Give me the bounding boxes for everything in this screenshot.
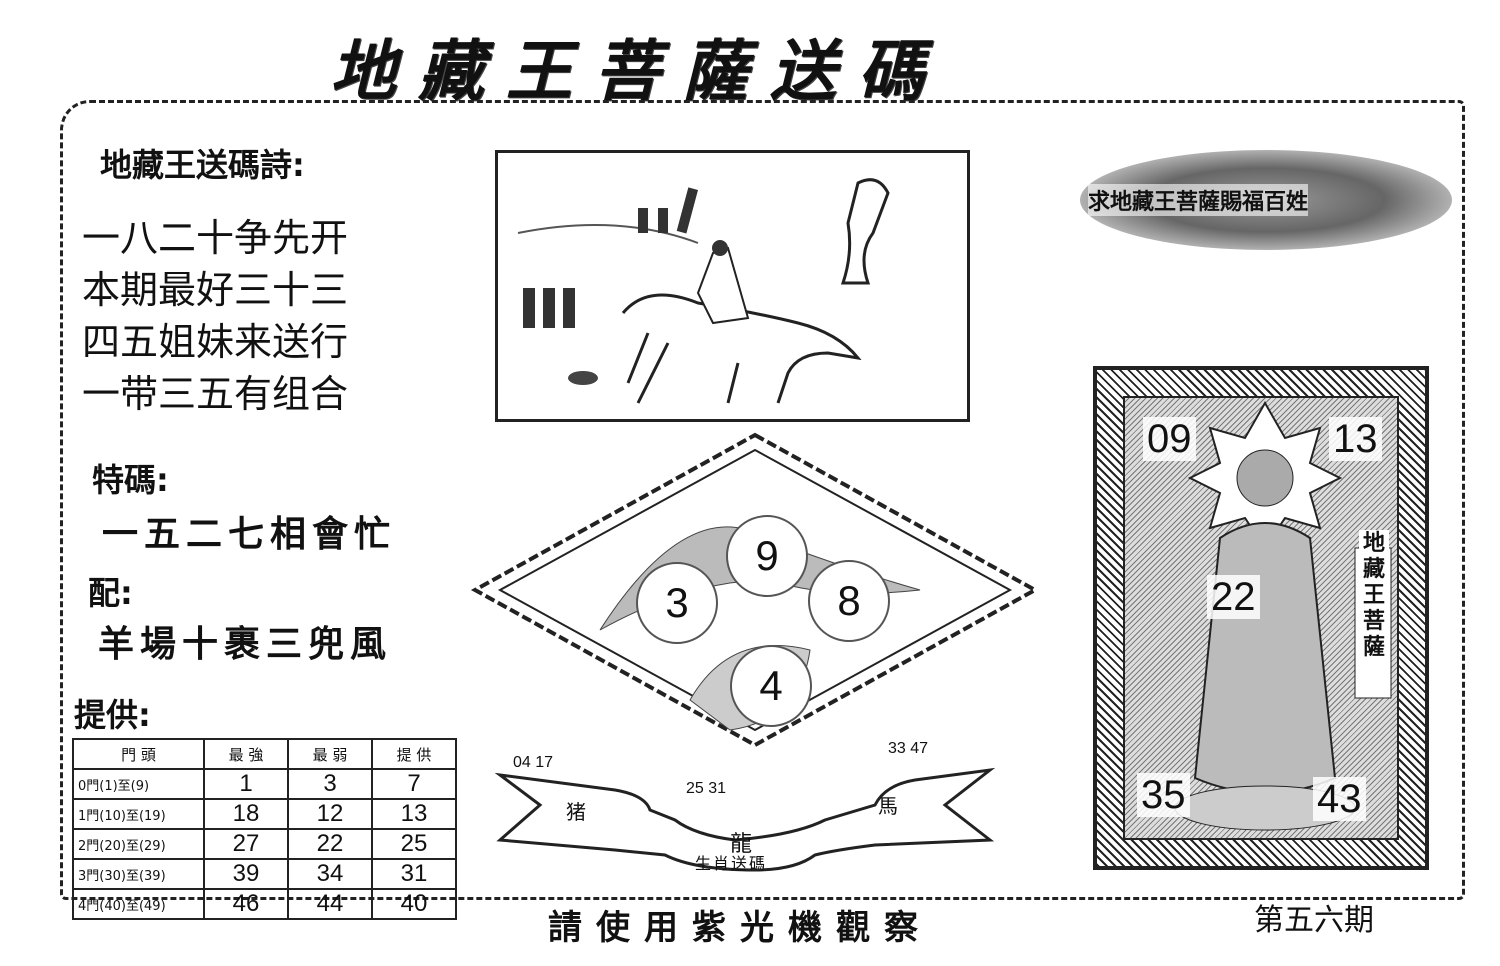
special-text: 一五二七相會忙	[102, 514, 397, 555]
row-label: 3門(30)至(39)	[72, 858, 205, 890]
row-label: 2門(20)至(29)	[72, 828, 205, 860]
cell: 7	[371, 768, 457, 800]
cell: 12	[287, 798, 373, 830]
zodiac-left-numbers: 04 17	[513, 754, 554, 771]
cell: 34	[287, 858, 373, 890]
poem-heading: 地藏王送碼詩:	[100, 146, 305, 184]
poem-line: 一带三五有组合	[82, 372, 349, 416]
rider-horse-icon	[517, 178, 890, 404]
row-label: 1門(10)至(19)	[72, 798, 205, 830]
footer-note: 請使用紫光機觀察	[548, 908, 932, 948]
cell: 25	[371, 828, 457, 860]
buddha-number-br: 43	[1313, 777, 1366, 821]
table-row: 1門(10)至(19) 18 12 13	[72, 798, 457, 830]
table-header: 最 弱	[287, 738, 373, 770]
cell: 39	[203, 858, 289, 890]
zodiac-left-label: 猪	[566, 800, 586, 824]
ball: 4	[730, 645, 812, 727]
cell: 46	[203, 888, 289, 920]
row-label: 4門(40)至(49)	[72, 888, 205, 920]
ball: 9	[726, 515, 808, 597]
provide-label: 提供:	[74, 696, 151, 734]
cell: 3	[287, 768, 373, 800]
cell: 40	[371, 888, 457, 920]
dashed-frame	[60, 100, 1465, 900]
page-title: 地藏王菩薩送碼	[330, 32, 946, 110]
cell: 31	[371, 858, 457, 890]
buddha-number-center: 22	[1207, 575, 1260, 619]
poem-line: 本期最好三十三	[82, 268, 349, 312]
table-row: 4門(40)至(49) 46 44 40	[72, 888, 457, 920]
buddha-number-tr: 13	[1329, 417, 1382, 461]
table-header-row: 門 頭 最 強 最 弱 提 供	[72, 738, 457, 770]
buddha-number-bl: 35	[1137, 773, 1190, 817]
ball: 3	[636, 562, 718, 644]
zodiac-ribbon	[495, 767, 995, 872]
pair-text: 羊場十裹三兜風	[98, 624, 393, 665]
zodiac-mid-numbers: 25 31	[686, 780, 727, 797]
buddha-number-tl: 09	[1143, 417, 1196, 461]
cell: 1	[203, 768, 289, 800]
cell: 27	[203, 828, 289, 860]
poem-line: 四五姐妹来送行	[82, 320, 349, 364]
table-row: 2門(20)至(29) 27 22 25	[72, 828, 457, 860]
poem-block: 一八二十争先开 本期最好三十三 四五姐妹来送行 一带三五有组合	[82, 212, 348, 420]
table-header: 門 頭	[72, 738, 205, 770]
cell: 44	[287, 888, 373, 920]
poem-line: 一八二十争先开	[82, 216, 349, 260]
rider-illustration	[495, 150, 970, 422]
table-row: 0門(1)至(9) 1 3 7	[72, 768, 457, 800]
zodiac-right-label: 馬	[878, 794, 898, 818]
zodiac-right-numbers: 33 47	[888, 740, 929, 757]
pair-label: 配:	[88, 574, 133, 612]
blessing-text: 求地藏王菩薩賜福百姓	[1088, 184, 1309, 216]
table-row: 3門(30)至(39) 39 34 31	[72, 858, 457, 890]
cell: 18	[203, 798, 289, 830]
buddha-side-text: 地藏王菩薩	[1359, 530, 1389, 660]
zodiac-caption: 生肖送碼	[695, 854, 768, 873]
number-table: 門 頭 最 強 最 弱 提 供 0門(1)至(9) 1 3 7 1門(10)至(…	[72, 738, 457, 920]
zodiac-center-label: 龍	[730, 832, 753, 857]
table-header: 提 供	[371, 738, 457, 770]
issue-number: 第五六期	[1254, 903, 1374, 938]
ball: 8	[808, 560, 890, 642]
table-header: 最 強	[203, 738, 289, 770]
cell: 13	[371, 798, 457, 830]
cell: 22	[287, 828, 373, 860]
row-label: 0門(1)至(9)	[72, 768, 205, 800]
special-label: 特碼:	[92, 461, 169, 499]
